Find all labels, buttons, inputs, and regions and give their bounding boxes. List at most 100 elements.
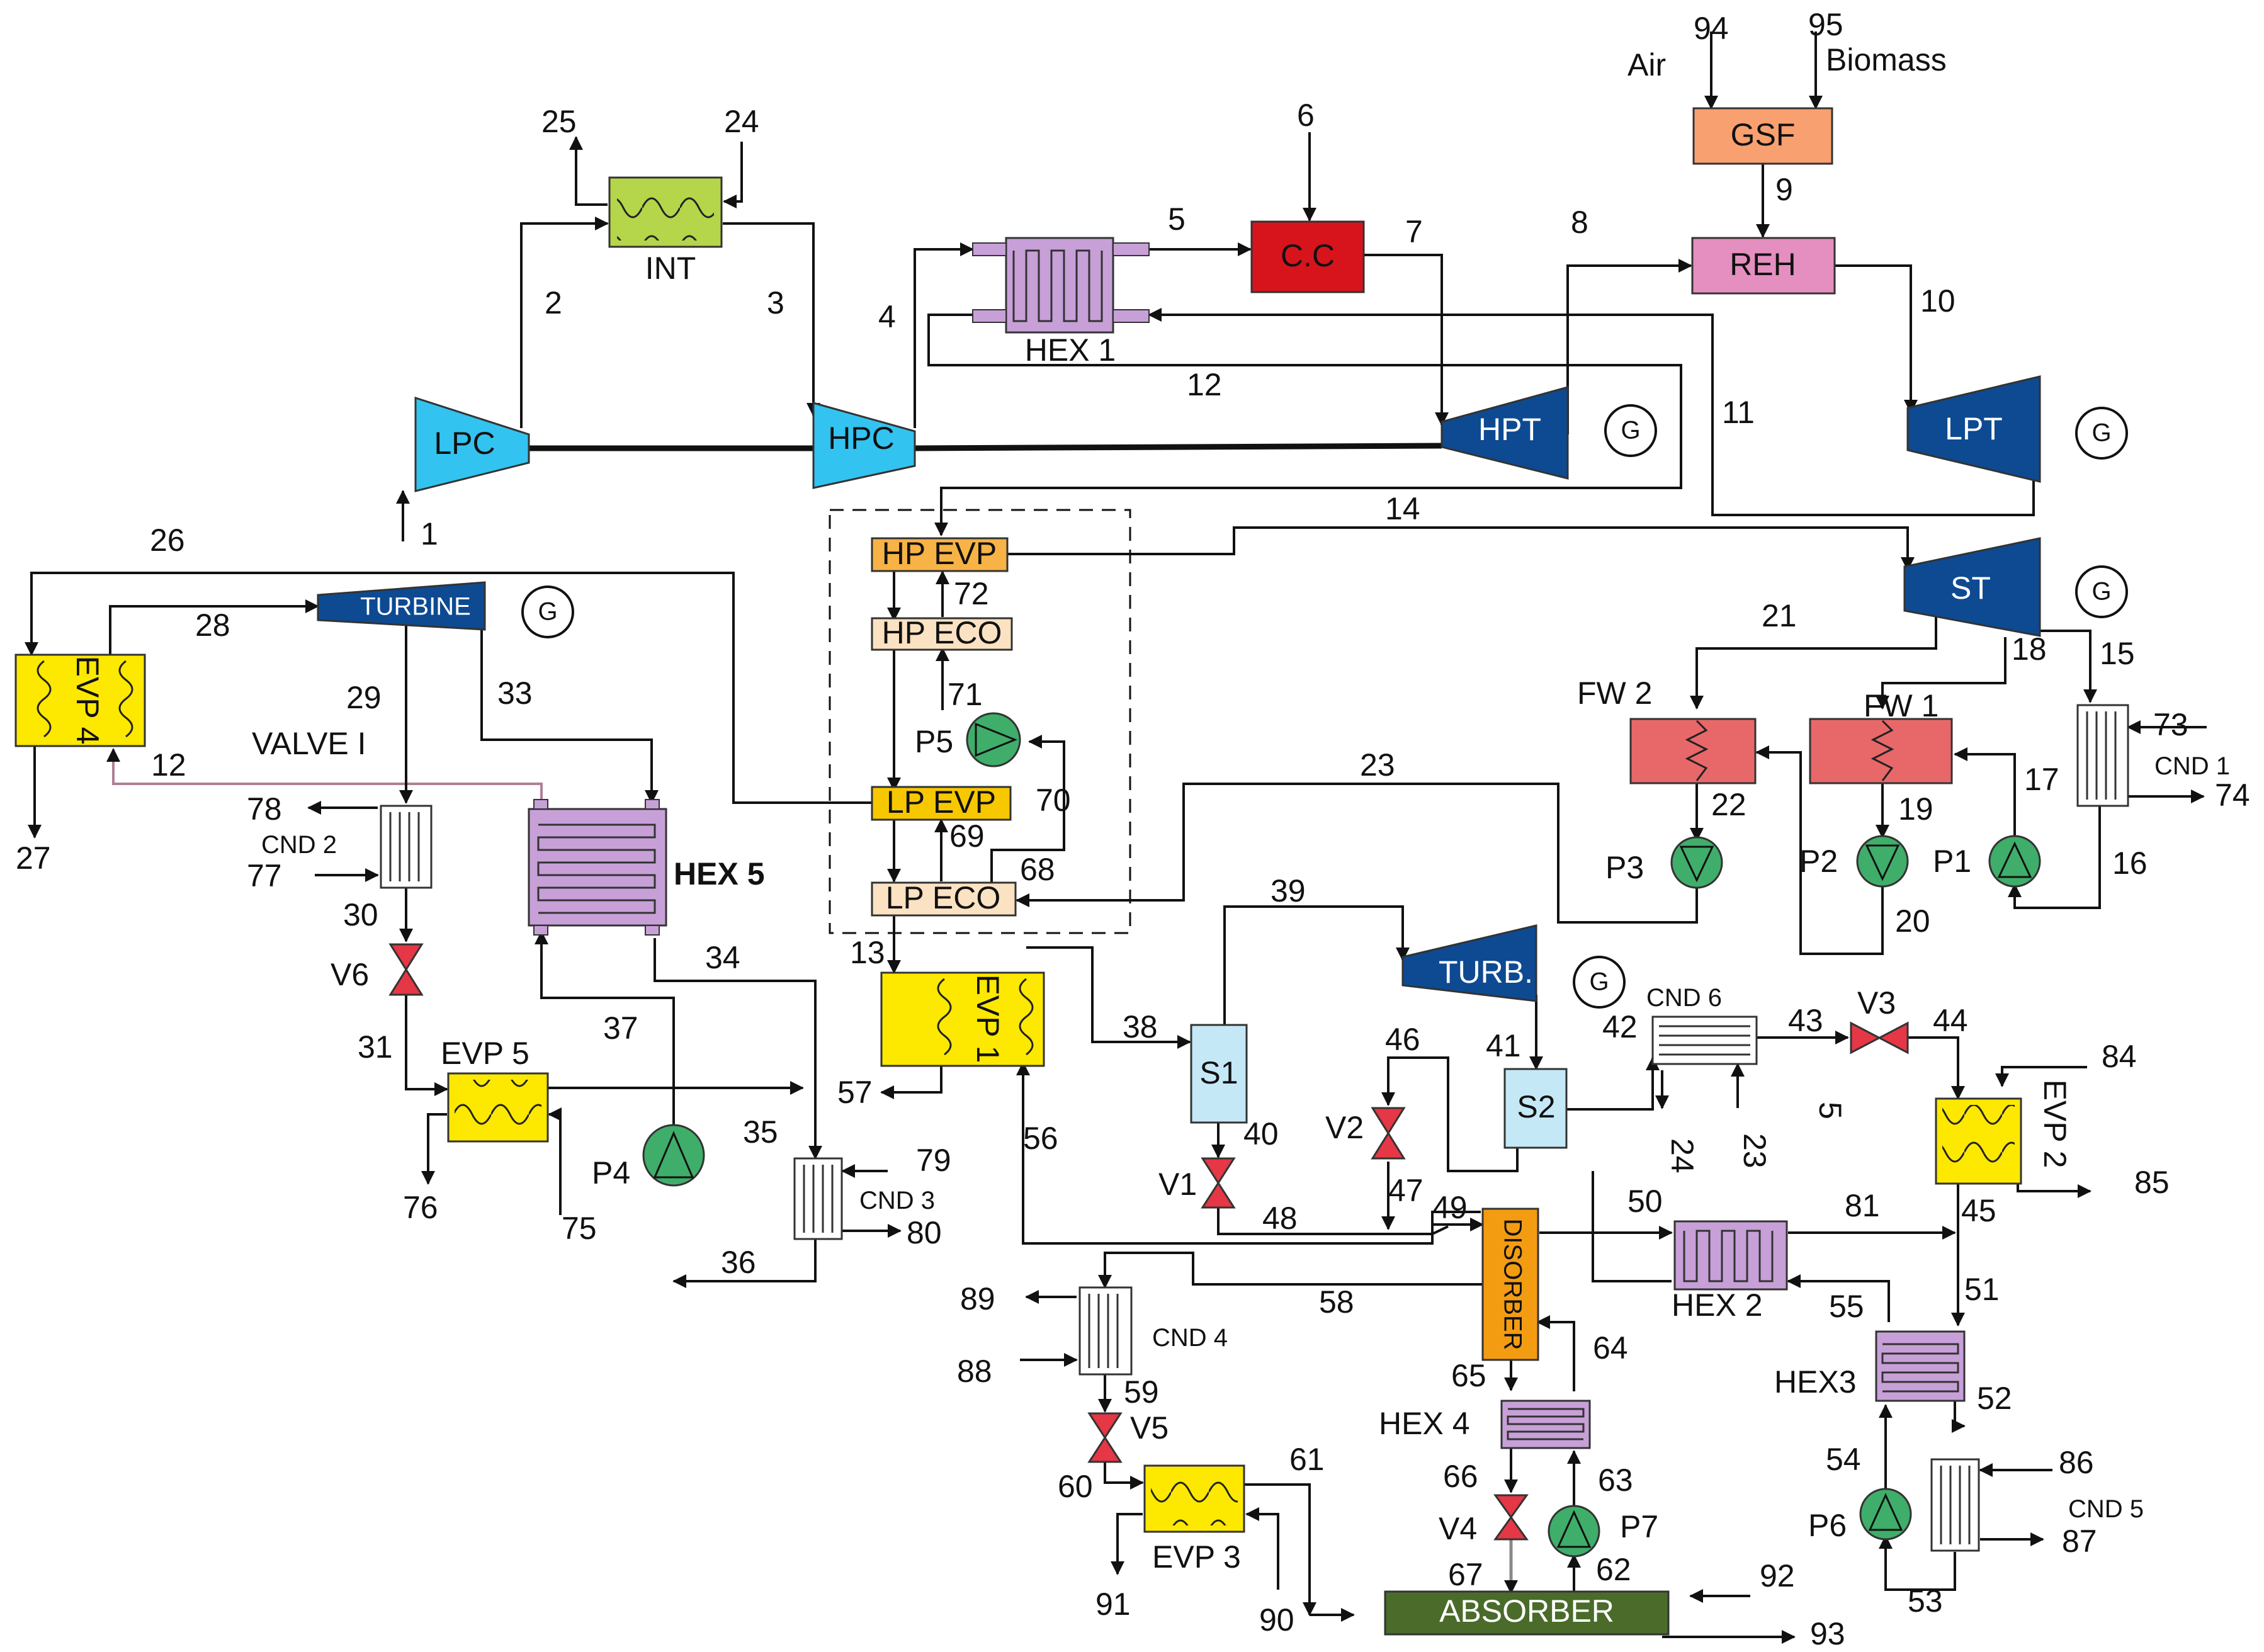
- cnd3-label: CND 3: [859, 1187, 935, 1214]
- svg-text:41: 41: [1486, 1028, 1521, 1063]
- evp5-evaporator: EVP 5: [441, 1036, 549, 1143]
- evp4-evaporator: EVP 4: [14, 653, 146, 747]
- hp-eco-label: HP ECO: [882, 615, 1002, 650]
- svg-text:64: 64: [1593, 1330, 1628, 1366]
- svg-text:5: 5: [1168, 201, 1186, 237]
- svg-text:12: 12: [1187, 367, 1222, 402]
- intercooler: INT: [608, 176, 723, 286]
- svg-text:68: 68: [1020, 852, 1055, 887]
- svg-text:74: 74: [2215, 778, 2250, 813]
- lp-evp-label: LP EVP: [886, 784, 996, 820]
- svg-text:61: 61: [1289, 1442, 1325, 1477]
- v1-label: V1: [1158, 1167, 1197, 1202]
- v3-label: V3: [1857, 985, 1896, 1021]
- hex5-heat-exchanger: HEX 5: [528, 799, 765, 936]
- turb-turbine: TURB. G: [1401, 924, 1626, 1009]
- svg-text:33: 33: [497, 676, 533, 711]
- svg-text:23: 23: [1360, 747, 1395, 783]
- orc-turbine: TURBINE G: [317, 581, 574, 638]
- svg-text:2: 2: [545, 285, 562, 320]
- svg-text:84: 84: [2102, 1039, 2137, 1074]
- svg-text:Biomass: Biomass: [1826, 42, 1947, 77]
- svg-text:21: 21: [1762, 598, 1797, 633]
- generator-icon: [2075, 407, 2128, 460]
- generator-icon: [521, 586, 574, 638]
- hex4-label: HEX 4: [1379, 1406, 1470, 1441]
- svg-text:67: 67: [1448, 1557, 1483, 1592]
- svg-text:28: 28: [195, 608, 230, 643]
- svg-text:10: 10: [1920, 283, 1956, 319]
- st-steam-turbine: ST G: [1903, 537, 2128, 637]
- hpc-label: HPC: [828, 421, 895, 456]
- generator-icon: [2075, 565, 2128, 618]
- svg-text:62: 62: [1596, 1552, 1631, 1587]
- svg-text:54: 54: [1826, 1442, 1861, 1477]
- disorber-label: DISORBER: [1498, 1219, 1526, 1350]
- hp-evp-label: HP EVP: [882, 536, 997, 571]
- evp3-evaporator: EVP 3: [1143, 1464, 1245, 1575]
- svg-text:38: 38: [1123, 1009, 1158, 1044]
- cnd2-label: CND 2: [261, 831, 337, 859]
- evp1-evaporator: EVP 1: [880, 971, 1045, 1067]
- svg-text:19: 19: [1898, 791, 1933, 827]
- fw1-feedwater-heater: FW 1: [1809, 688, 1953, 784]
- turb-label: TURB.: [1439, 954, 1533, 990]
- reh-reheater: REH: [1691, 237, 1836, 295]
- svg-text:Air: Air: [1627, 47, 1666, 82]
- lpc-label: LPC: [434, 426, 495, 461]
- svg-text:66: 66: [1443, 1459, 1478, 1494]
- generator-icon: [1573, 956, 1626, 1009]
- svg-text:31: 31: [358, 1029, 393, 1065]
- v2-label: V2: [1325, 1110, 1364, 1145]
- p4-pump: P4: [592, 1124, 705, 1191]
- v1-valve: V1: [1158, 1157, 1236, 1209]
- cnd4-label: CND 4: [1152, 1324, 1228, 1352]
- svg-text:48: 48: [1262, 1201, 1298, 1236]
- lp-evp: LP EVP: [871, 784, 1012, 821]
- v6-label: V6: [331, 957, 369, 992]
- svg-text:51: 51: [1964, 1272, 2000, 1307]
- svg-text:24: 24: [1665, 1138, 1700, 1174]
- s2-separator: S2: [1503, 1068, 1568, 1149]
- svg-text:93: 93: [1810, 1616, 1845, 1651]
- hpc-compressor: HPC: [812, 402, 916, 489]
- svg-text:75: 75: [562, 1211, 597, 1246]
- svg-text:37: 37: [603, 1010, 638, 1046]
- svg-text:70: 70: [1036, 783, 1071, 818]
- hp-evp: HP EVP: [871, 536, 1009, 572]
- svg-text:36: 36: [721, 1245, 756, 1280]
- cnd1-label: CND 1: [2154, 752, 2230, 780]
- svg-text:G: G: [2091, 419, 2111, 447]
- v5-label: V5: [1130, 1410, 1169, 1445]
- fw2-feedwater-heater: FW 2: [1577, 676, 1757, 784]
- p5-pump: P5: [915, 712, 1021, 767]
- p6-label: P6: [1808, 1508, 1847, 1543]
- lpc-compressor: LPC: [414, 396, 530, 492]
- lp-eco-label: LP ECO: [886, 880, 1001, 915]
- cnd1-condenser: CND 1: [2076, 704, 2230, 807]
- svg-text:G: G: [538, 598, 557, 626]
- svg-text:25: 25: [541, 104, 577, 139]
- cnd2-condenser: CND 2: [261, 805, 433, 889]
- hex5-label: HEX 5: [674, 856, 765, 891]
- gsf-gasifier: GSF: [1692, 107, 1833, 165]
- svg-text:49: 49: [1432, 1190, 1468, 1225]
- svg-text:88: 88: [957, 1354, 992, 1389]
- svg-text:76: 76: [403, 1190, 438, 1225]
- svg-text:16: 16: [2112, 846, 2148, 881]
- evp3-label: EVP 3: [1152, 1539, 1241, 1575]
- svg-text:5: 5: [1813, 1102, 1848, 1119]
- svg-text:13: 13: [850, 935, 885, 970]
- pipes: [25, 31, 2207, 1644]
- svg-text:1: 1: [421, 516, 438, 552]
- cnd3-condenser: CND 3: [793, 1157, 935, 1240]
- svg-text:55: 55: [1829, 1289, 1864, 1324]
- absorber-label: ABSORBER: [1439, 1593, 1614, 1629]
- hex3-label: HEX3: [1774, 1364, 1857, 1400]
- hp-eco: HP ECO: [871, 615, 1013, 651]
- svg-text:65: 65: [1451, 1358, 1486, 1393]
- fw1-label: FW 1: [1864, 688, 1939, 723]
- svg-text:85: 85: [2134, 1165, 2170, 1200]
- svg-text:17: 17: [2024, 762, 2059, 797]
